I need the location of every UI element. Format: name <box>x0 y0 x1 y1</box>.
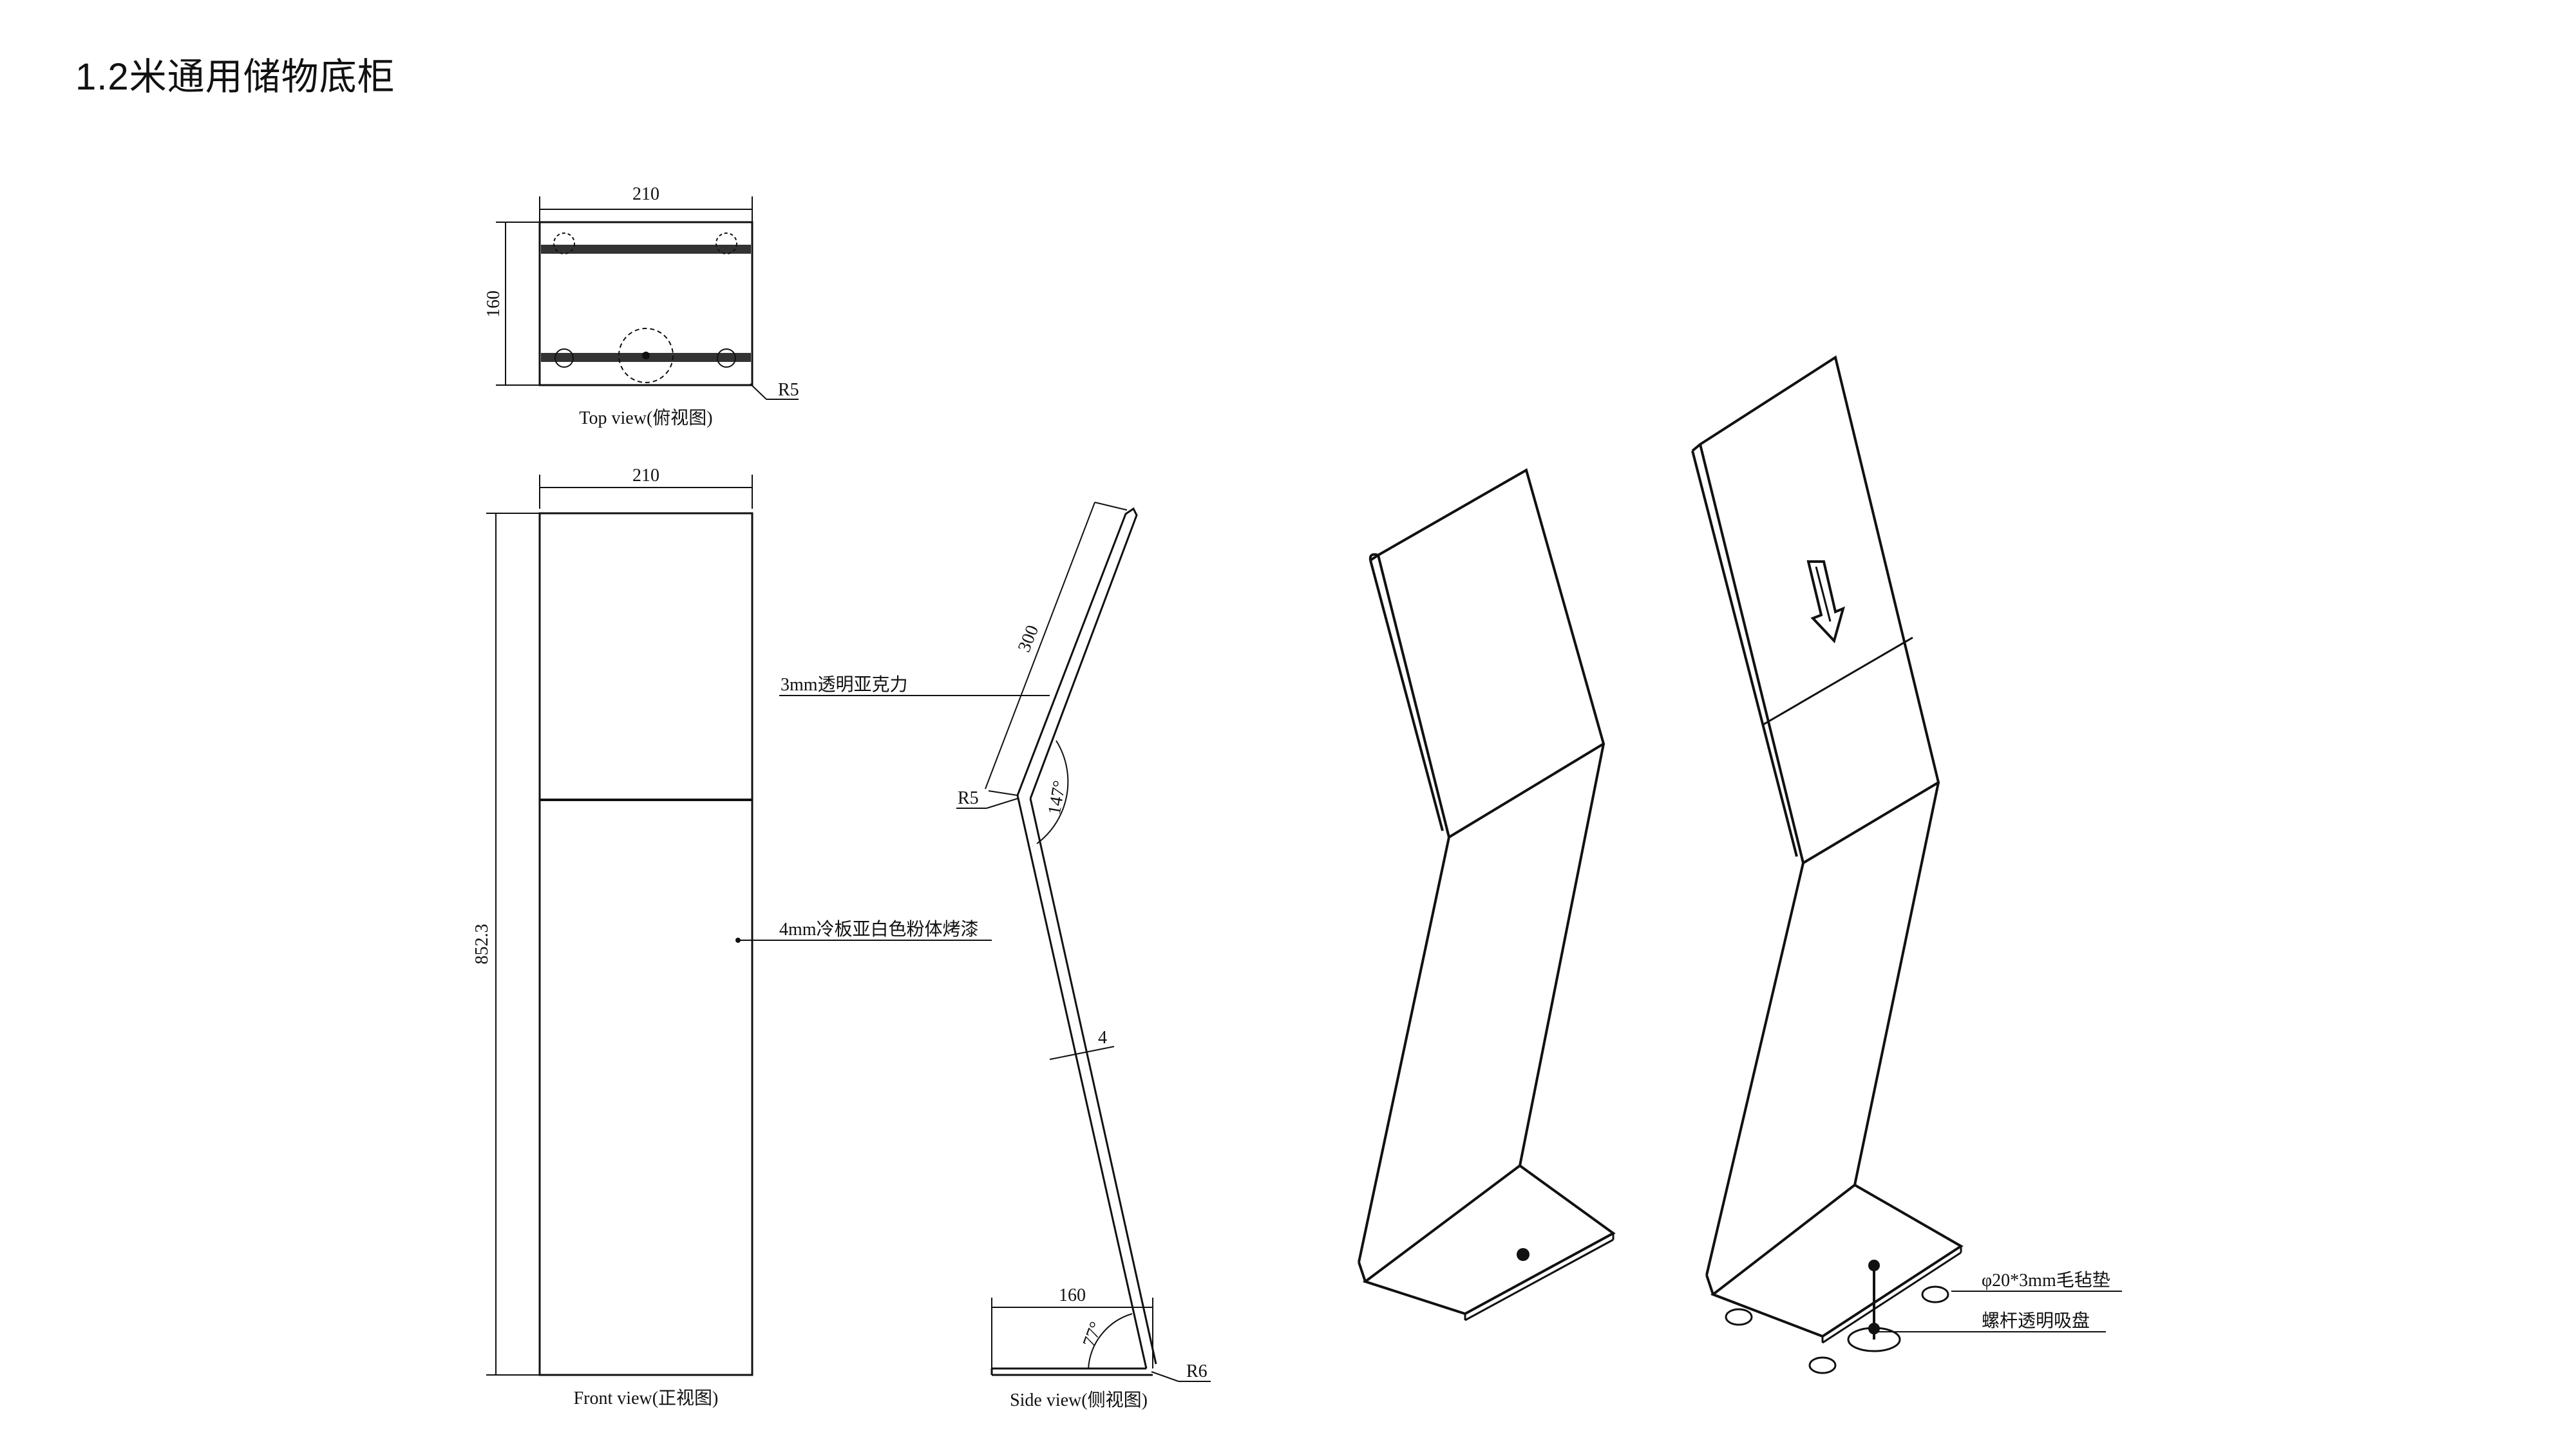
acrylic-label: 3mm透明亚克力 <box>781 674 908 695</box>
steel-label: 4mm冷板亚白色粉体烤漆 <box>779 919 979 940</box>
iso-view-right: φ20*3mm毛毡垫 螺杆透明吸盘 <box>1691 355 2122 1374</box>
side-angle-top: 147° <box>1045 779 1070 817</box>
top-depth-dim: 160 <box>484 290 504 317</box>
top-view: 210 160 R5 Top view(俯视图) <box>484 184 799 428</box>
top-width-dim: 210 <box>632 184 659 204</box>
side-view: 300 3mm透明亚克力 R5 147° 4 160 77° R6 Side v… <box>779 502 1211 1410</box>
front-view-caption: Front view(正视图) <box>574 1388 719 1408</box>
front-view: 210 852.3 Front view(正视图) <box>472 466 753 1408</box>
callout-steel: 4mm冷板亚白色粉体烤漆 <box>738 919 992 941</box>
iso-view-left <box>1358 468 1616 1321</box>
suction-label: 螺杆透明吸盘 <box>1982 1311 2090 1331</box>
side-thickness-dim: 4 <box>1098 1028 1107 1048</box>
side-view-caption: Side view(侧视图) <box>1010 1390 1148 1410</box>
front-height-dim: 852.3 <box>472 924 492 965</box>
top-radius-dim: R5 <box>778 380 799 400</box>
felt-label: φ20*3mm毛毡垫 <box>1982 1270 2110 1291</box>
insert-arrow-icon <box>1806 560 1846 643</box>
side-base-dim: 160 <box>1059 1285 1086 1305</box>
page-title: 1.2米通用储物底柜 <box>75 56 395 98</box>
top-view-caption: Top view(俯视图) <box>579 408 712 428</box>
side-radius-top: R5 <box>958 788 979 808</box>
side-angle-base: 77° <box>1079 1319 1107 1349</box>
side-radius-base: R6 <box>1186 1361 1208 1381</box>
front-width-dim: 210 <box>632 466 659 486</box>
